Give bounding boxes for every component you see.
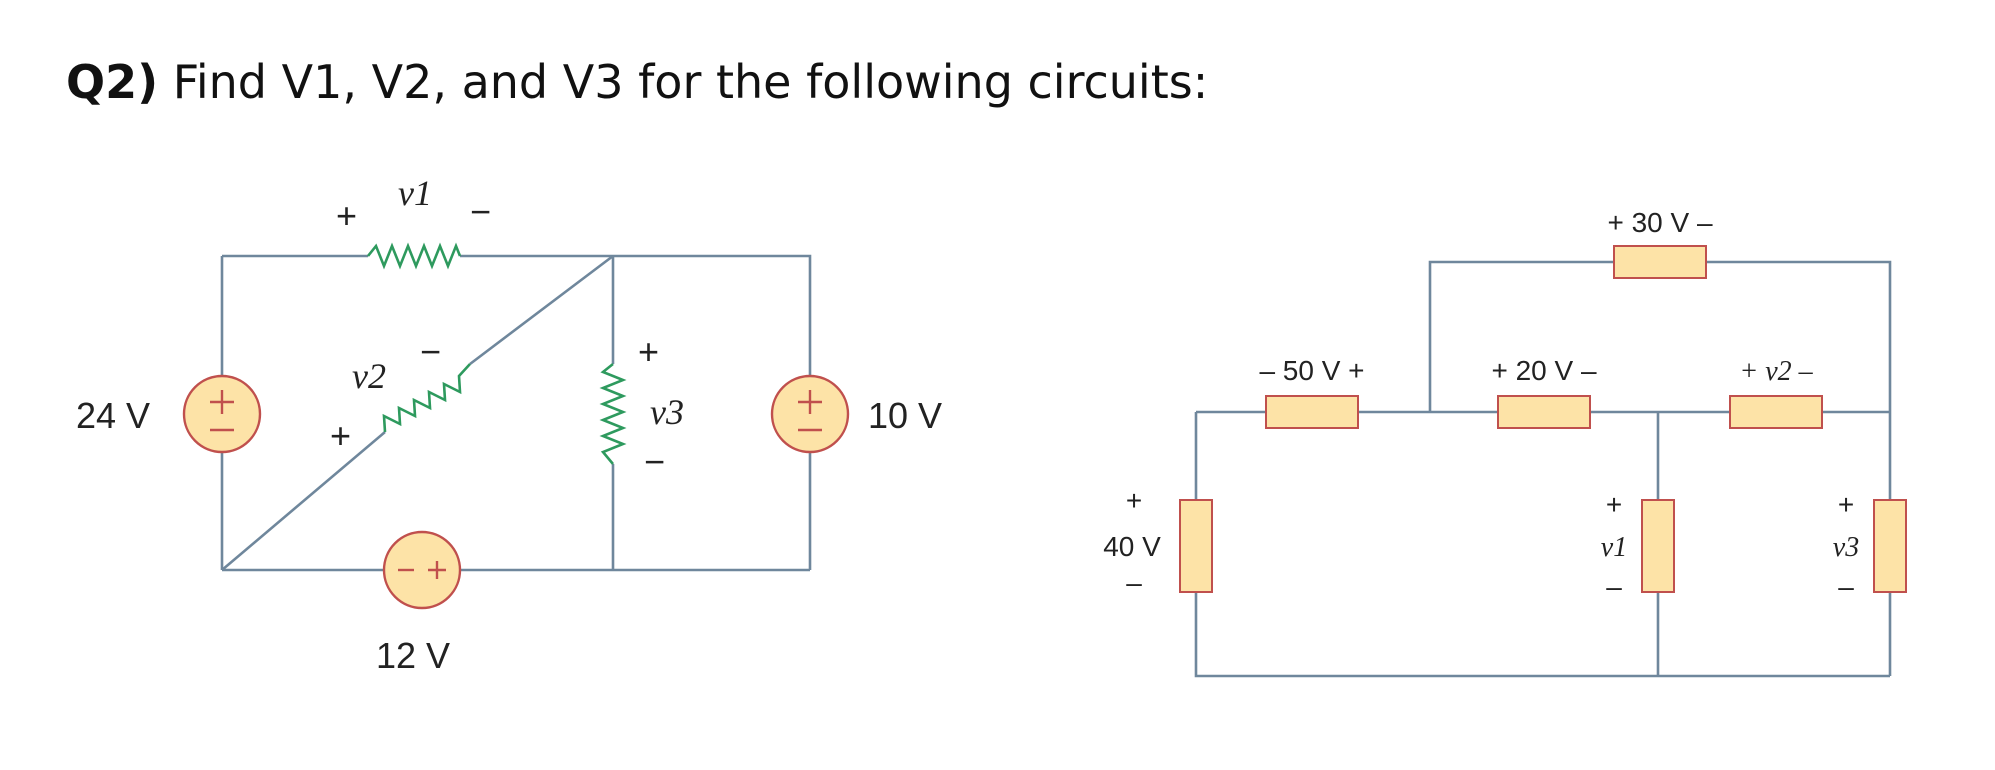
c1-v3-minus: − <box>644 441 665 482</box>
c1-v2-minus: − <box>420 331 441 372</box>
c2-resistor-v1 <box>1641 499 1675 593</box>
c2-wires <box>1194 260 1892 678</box>
c1-wire-top-left <box>220 254 812 572</box>
question-number: Q2) <box>66 55 159 109</box>
c2-label-40v: 40 V <box>1103 531 1161 562</box>
c2-resistor-50v <box>1265 395 1359 429</box>
c2-resistor-v2 <box>1729 395 1823 429</box>
c2-resistor-20v <box>1497 395 1591 429</box>
c1-source-12v <box>382 530 462 610</box>
c1-source-10v <box>770 374 850 454</box>
circuit-1: 24 V 10 V 12 V + v1 − v2 − + + v3 − <box>76 173 942 676</box>
question-text: Find V1, V2, and V3 for the following ci… <box>158 55 1209 109</box>
c1-v1-minus: − <box>470 191 491 232</box>
c2-40v-minus: – <box>1126 567 1142 598</box>
c2-40v-plus: + <box>1126 485 1142 516</box>
c2-label-20v: + 20 V – <box>1491 355 1597 386</box>
c1-label-10v: 10 V <box>868 395 942 436</box>
c2-resistor-v3 <box>1873 499 1907 593</box>
c2-v1-plus: + <box>1606 489 1622 520</box>
c2-label-v2: + v2 – <box>1739 356 1813 387</box>
c2-source-40v <box>1179 499 1213 593</box>
c1-v3-label: v3 <box>650 392 684 432</box>
c1-resistor-v1 <box>366 242 462 270</box>
c2-label-30v: + 30 V – <box>1607 207 1713 238</box>
c1-v3-plus: + <box>638 331 659 372</box>
c2-resistor-30v <box>1613 245 1707 279</box>
c2-label-v3: v3 <box>1833 532 1859 563</box>
c1-wire-diagonal <box>221 254 614 571</box>
c2-v1-minus: – <box>1606 571 1622 602</box>
c1-resistor-v2 <box>382 363 471 433</box>
c1-label-24v: 24 V <box>76 395 150 436</box>
c1-v1-label: v1 <box>398 173 432 213</box>
c2-label-50v: – 50 V + <box>1259 355 1364 386</box>
c1-resistor-v3 <box>599 362 627 465</box>
c1-source-24v <box>182 374 262 454</box>
c2-label-v1: v1 <box>1601 532 1627 563</box>
question-heading: Q2) Find V1, V2, and V3 for the followin… <box>66 55 1208 109</box>
c1-v1-plus: + <box>336 195 357 236</box>
c1-label-12v: 12 V <box>376 635 450 676</box>
c2-v3-plus: + <box>1838 489 1854 520</box>
c1-v2-plus: + <box>330 415 351 456</box>
c2-v3-minus: – <box>1838 571 1854 602</box>
c1-v2-label: v2 <box>352 356 386 396</box>
circuit-2: + 30 V – – 50 V + + 20 V – + v2 – + 40 V… <box>1103 207 1907 678</box>
